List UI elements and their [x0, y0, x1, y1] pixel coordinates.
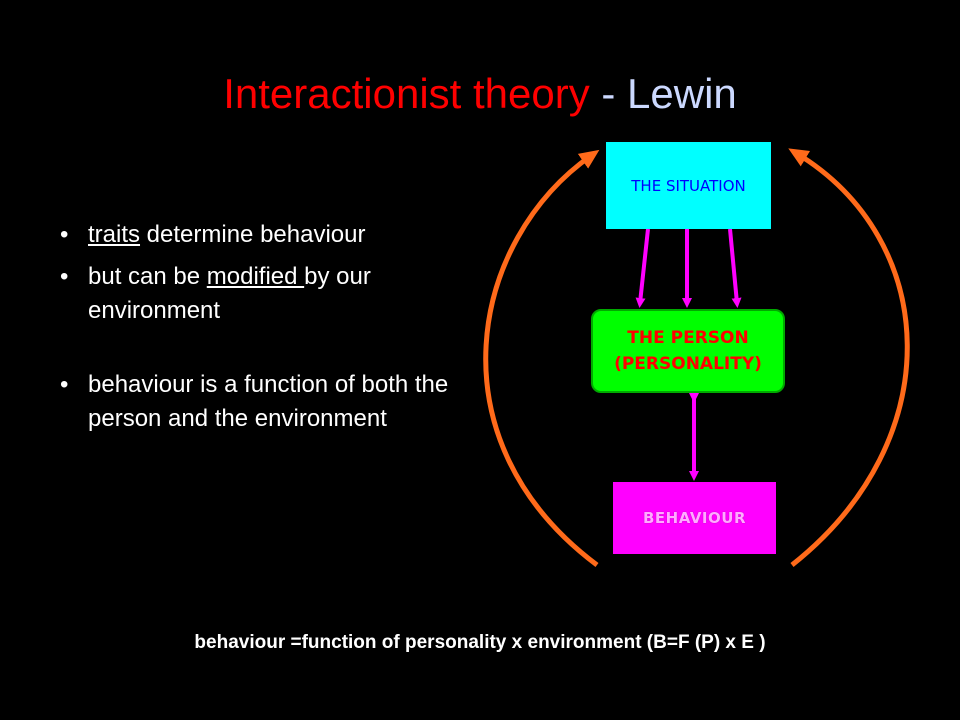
bullet-traits-text: determine behaviour [140, 221, 366, 248]
bullet-modified-underlined: modified [206, 263, 305, 290]
bullet-traits-underlined: traits [88, 221, 141, 248]
bullet-modified-after: by our environment [88, 263, 371, 324]
title-main: Interactionist theory [223, 70, 590, 117]
person-label-line2: (PERSONALITY) [614, 354, 762, 374]
person-label-line1: THE PERSON [627, 328, 749, 348]
formula-text: behaviour =function of personality x env… [194, 632, 766, 653]
orange-arc-right [788, 148, 910, 567]
arrow-situation-person-left [635, 228, 650, 308]
bullet-icon: • [60, 221, 69, 248]
situation-label: THE SITUATION [631, 176, 746, 195]
bullet-item-function: • behaviour is a function of both the pe… [60, 368, 460, 436]
title-author: - Lewin [589, 70, 737, 117]
bullet-icon: • [60, 263, 69, 290]
bullet-item-traits: • traits determine behaviour [60, 218, 460, 252]
person-box: THE PERSON (PERSONALITY) [591, 309, 785, 393]
behaviour-label: BEHAVIOUR [643, 509, 746, 527]
slide-title: Interactionist theory - Lewin [0, 66, 960, 122]
bullet-icon: • [60, 371, 69, 398]
bullet-item-modified: • but can be modified by our environment [60, 260, 460, 328]
bullet-modified-before: but can be [88, 263, 207, 290]
arrow-situation-person-right [728, 228, 742, 308]
behaviour-box: BEHAVIOUR [613, 482, 776, 554]
person-label: THE PERSON (PERSONALITY) [614, 325, 762, 377]
bullet-function-text: behaviour is a function of both the pers… [88, 371, 449, 432]
bullet-list: • traits determine behaviour • but can b… [60, 218, 460, 436]
orange-arc-left [483, 149, 600, 568]
situation-box: THE SITUATION [606, 142, 771, 229]
